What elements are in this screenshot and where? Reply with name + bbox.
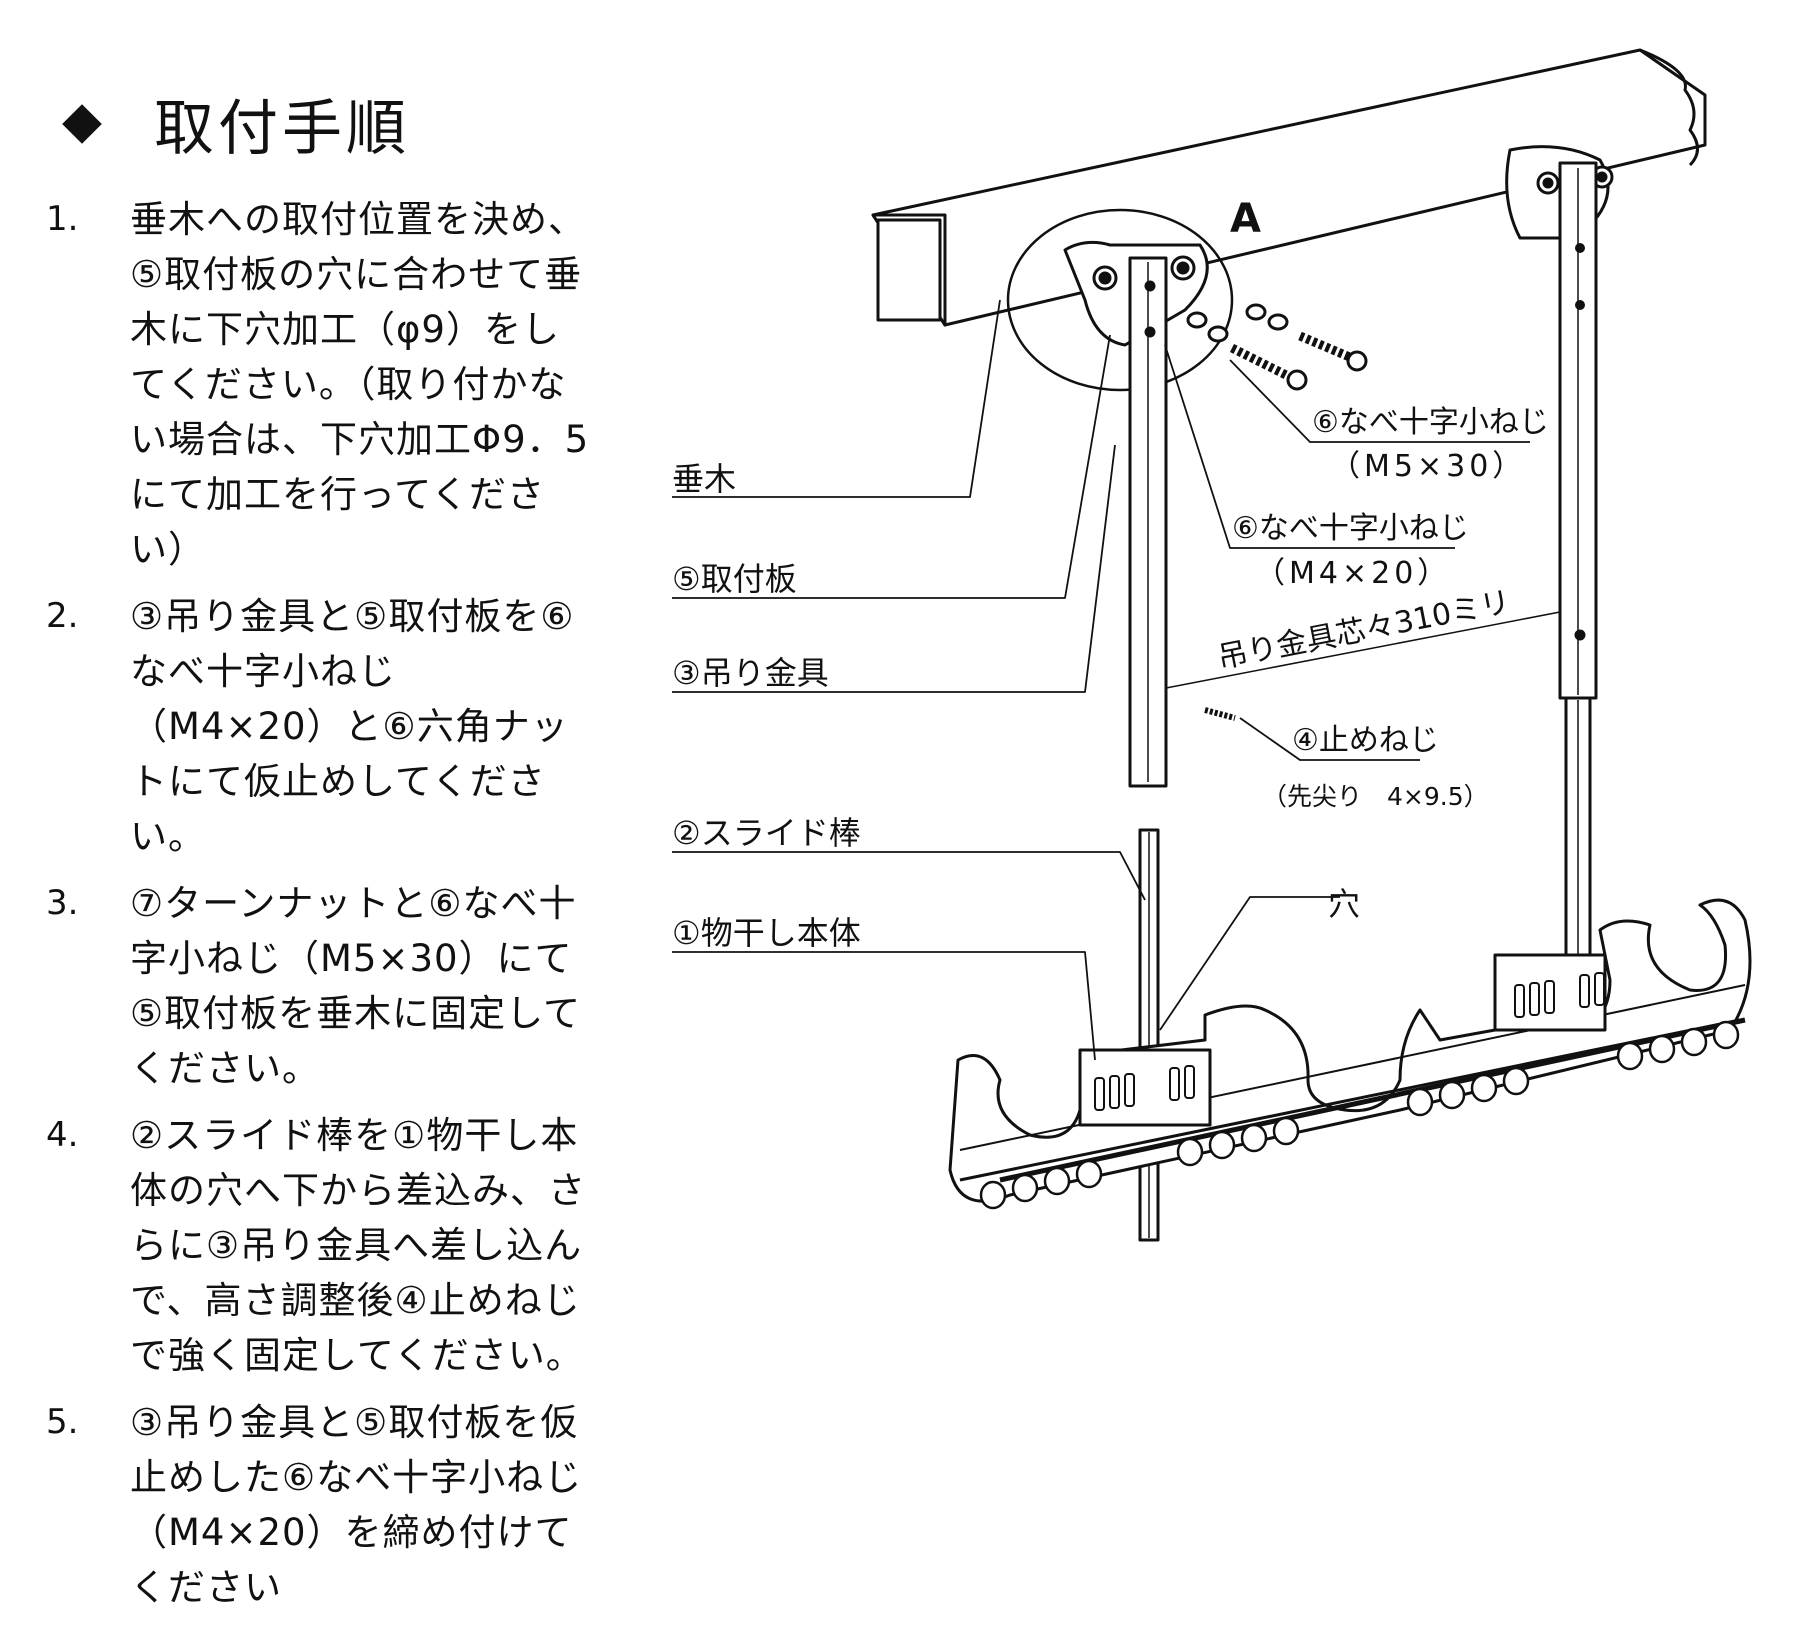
label-hanger: ③吊り金具 bbox=[672, 654, 829, 692]
step-number: 1. bbox=[46, 199, 79, 239]
step-item: 5. ③吊り金具と⑤取付板を仮止めした⑥なべ十字小ねじ（M4×20）を締め付けて… bbox=[40, 1395, 600, 1615]
label-screw-m5-size: （M5×30） bbox=[1330, 449, 1526, 484]
label-set-screw-spec: （先尖り 4×9.5） bbox=[1262, 782, 1489, 811]
step-item: 3. ⑦ターンナットと⑥なべ十字小ねじ（M5×30）にて⑤取付板を垂木に固定して… bbox=[40, 876, 600, 1096]
drying-rack-body bbox=[948, 898, 1752, 1210]
installation-diagram: A 垂木 ⑤取付板 ③吊り金具 ②スライド棒 ①物干し本体 穴 ⑥なべ十字小ねじ… bbox=[672, 48, 1752, 1242]
step-text: ⑦ターンナットと⑥なべ十字小ねじ（M5×30）にて⑤取付板を垂木に固定してくださ… bbox=[130, 882, 582, 1090]
set-screw-icon bbox=[1204, 707, 1236, 721]
label-detail-a: A bbox=[1230, 196, 1261, 242]
screws-detail bbox=[1186, 303, 1368, 391]
label-rafter: 垂木 bbox=[672, 460, 736, 498]
step-number: 4. bbox=[46, 1115, 79, 1155]
label-screw-m5: ⑥なべ十字小ねじ bbox=[1312, 405, 1549, 440]
heading-title: 取付手順 bbox=[154, 94, 410, 164]
step-number: 2. bbox=[46, 596, 79, 636]
label-screw-m4: ⑥なべ十字小ねじ bbox=[1232, 511, 1469, 546]
step-number: 5. bbox=[46, 1402, 79, 1442]
section-heading: 取付手順 bbox=[62, 80, 410, 167]
label-hole: 穴 bbox=[1328, 885, 1360, 923]
label-mounting-plate: ⑤取付板 bbox=[672, 560, 797, 598]
label-main-body: ①物干し本体 bbox=[672, 914, 861, 952]
step-item: 1. 垂木への取付位置を決め、⑤取付板の穴に合わせて垂木に下穴加工（φ9）をして… bbox=[40, 192, 600, 577]
step-item: 2. ③吊り金具と⑤取付板を⑥なべ十字小ねじ（M4×20）と⑥六角ナットにて仮止… bbox=[40, 589, 600, 864]
detail-circle-a bbox=[1006, 208, 1234, 392]
label-set-screw: ④止めねじ bbox=[1292, 723, 1439, 758]
label-slide-bar: ②スライド棒 bbox=[672, 814, 861, 852]
step-number: 3. bbox=[46, 883, 79, 923]
step-text: 垂木への取付位置を決め、⑤取付板の穴に合わせて垂木に下穴加工（φ9）をしてくださ… bbox=[130, 198, 590, 571]
label-screw-m4-size: （M4×20） bbox=[1255, 556, 1451, 591]
step-text: ③吊り金具と⑤取付板を⑥なべ十字小ねじ（M4×20）と⑥六角ナットにて仮止めして… bbox=[130, 595, 575, 858]
step-text: ③吊り金具と⑤取付板を仮止めした⑥なべ十字小ねじ（M4×20）を締め付けてくださ… bbox=[130, 1401, 583, 1609]
